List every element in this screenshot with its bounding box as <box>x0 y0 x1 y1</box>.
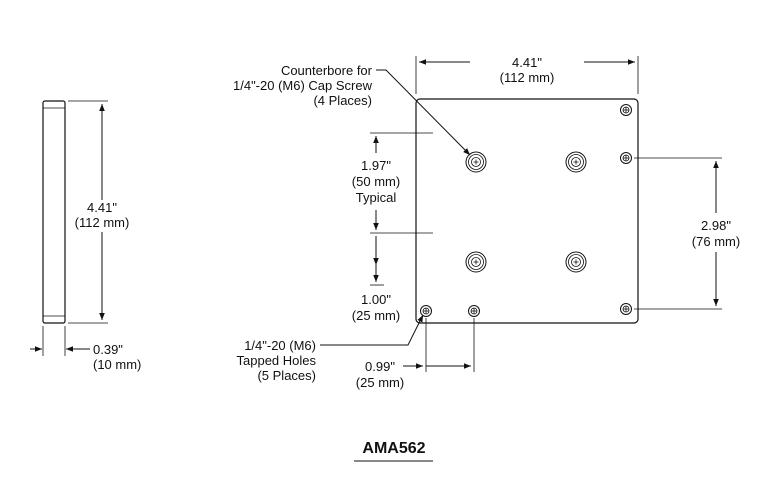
tapped-label-1: 1/4"-20 (M6) <box>244 338 316 353</box>
side-height-in: 4.41" <box>87 200 117 215</box>
counterbore-leader <box>376 69 471 156</box>
side-view: 4.41" (112 mm) 0.39" (10 mm) <box>30 100 141 372</box>
tapped-hole <box>620 104 632 116</box>
vert-spacing-mm: (76 mm) <box>692 234 740 249</box>
spacing-note: Typical <box>356 190 397 205</box>
counterbore-hole <box>565 251 587 273</box>
plate-width-mm: (112 mm) <box>500 70 555 85</box>
side-thickness-mm: (10 mm) <box>93 357 141 372</box>
tapped-label-2: Tapped Holes <box>237 353 317 368</box>
counterbore-label-2: 1/4"-20 (M6) Cap Screw <box>233 78 373 93</box>
tapped-leader <box>320 314 424 346</box>
tapped-hole <box>420 305 432 317</box>
spacing-in: 1.97" <box>361 158 391 173</box>
counterbore-label-1: Counterbore for <box>281 63 373 78</box>
counterbore-hole <box>565 151 587 173</box>
tapped-label-3: (5 Places) <box>257 368 316 383</box>
counterbore-hole <box>465 251 487 273</box>
vert-spacing-in: 2.98" <box>701 218 731 233</box>
counterbore-hole <box>465 151 487 173</box>
side-height-mm: (112 mm) <box>75 215 130 230</box>
counterbore-label-3: (4 Places) <box>313 93 372 108</box>
side-profile <box>42 100 66 324</box>
hole-pitch-mm: (25 mm) <box>356 375 404 390</box>
plate-width-in: 4.41" <box>512 55 542 70</box>
offset-mm: (25 mm) <box>352 308 400 323</box>
plan-view: 4.41" (112 mm) Counterbore for 1/4"-20 (… <box>233 55 740 390</box>
tapped-hole <box>620 152 632 164</box>
offset-in: 1.00" <box>361 292 391 307</box>
side-thickness-in: 0.39" <box>93 342 123 357</box>
hole-pitch-in: 0.99" <box>365 359 395 374</box>
plate-outline <box>415 98 639 324</box>
spacing-mm: (50 mm) <box>352 174 400 189</box>
tapped-hole <box>620 303 632 315</box>
tapped-hole <box>468 305 480 317</box>
part-number: AMA562 <box>362 440 425 457</box>
